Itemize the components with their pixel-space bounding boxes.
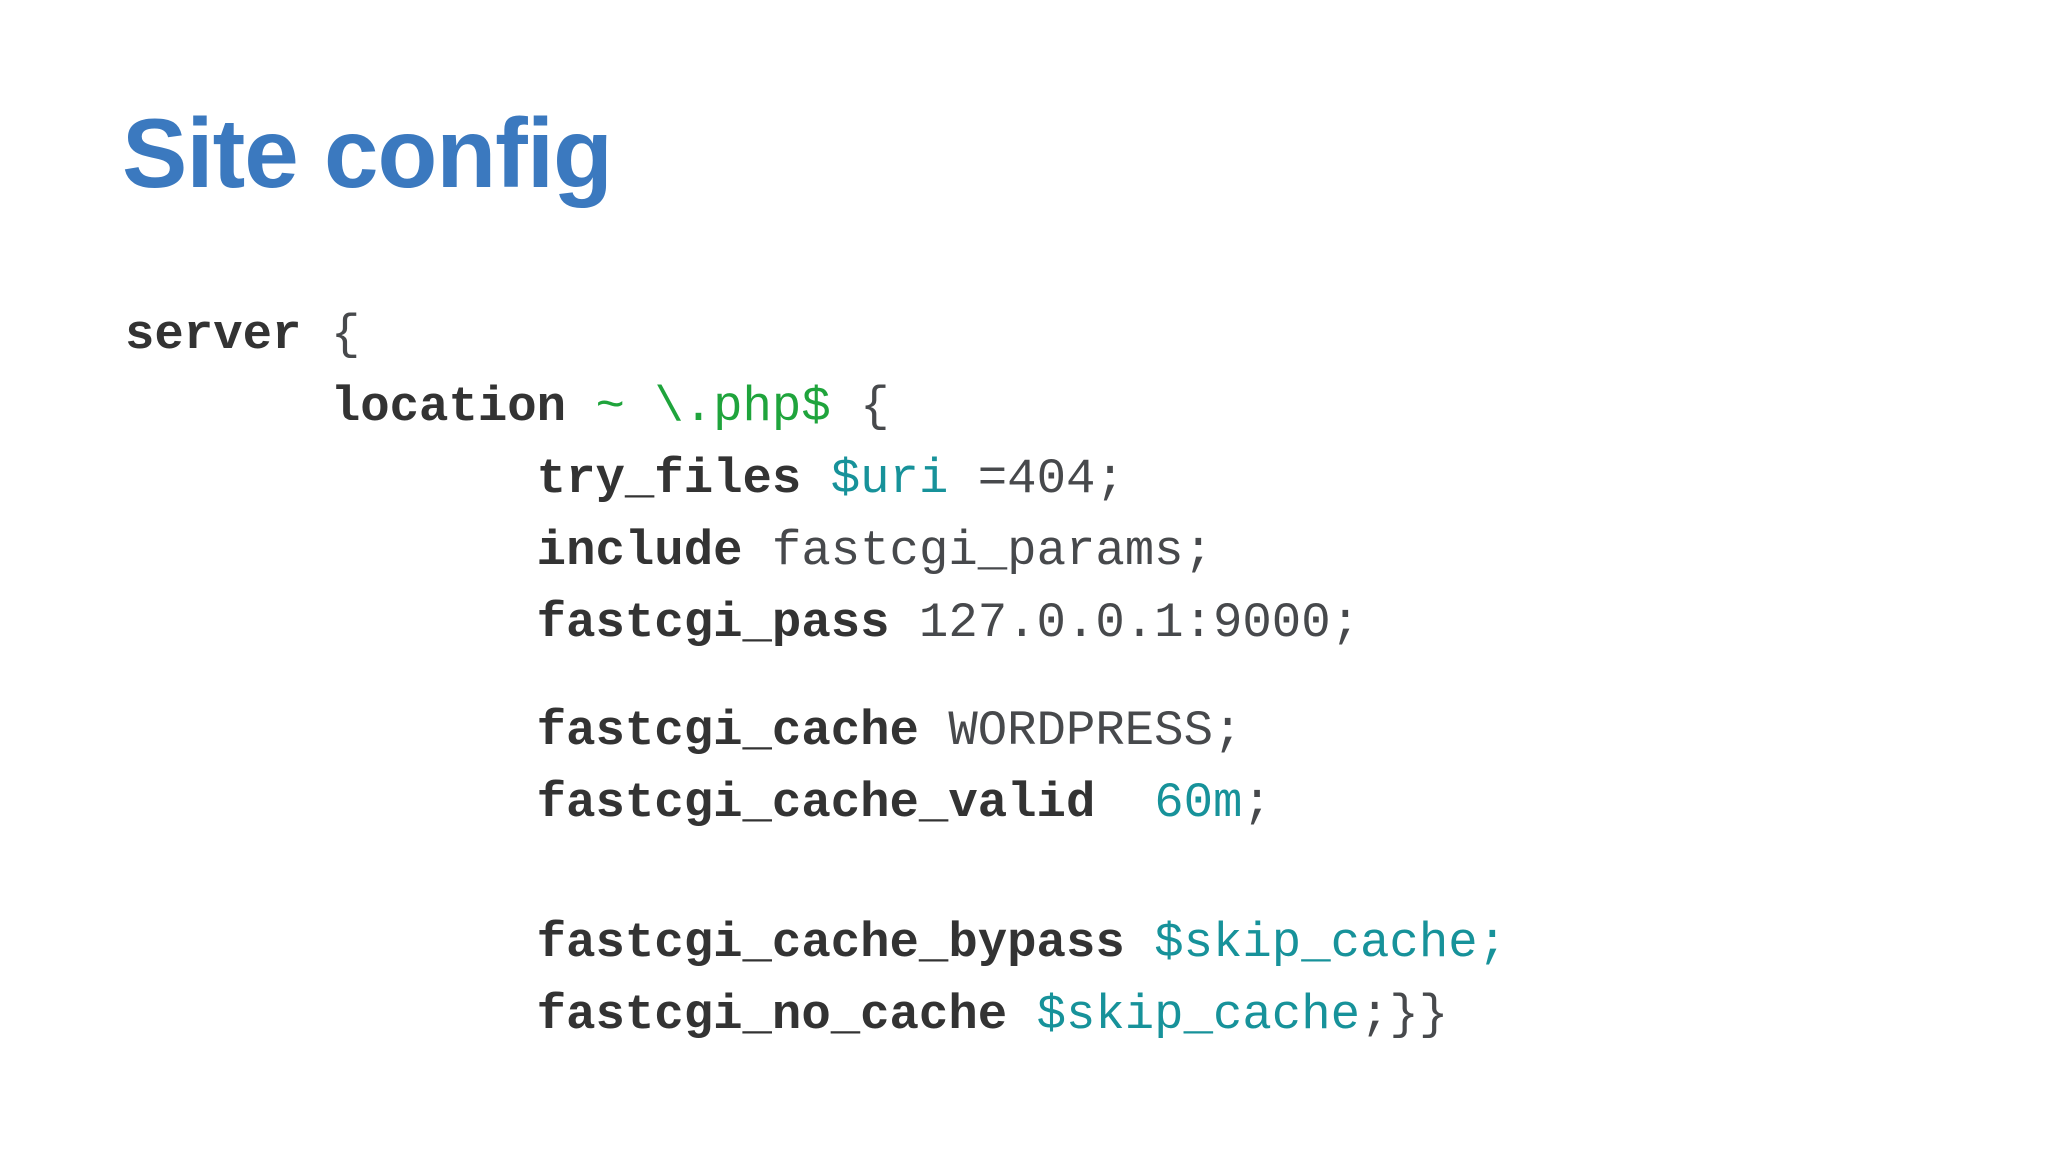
code-line: fastcgi_cache_valid 60m; <box>125 767 1507 839</box>
code-line: try_files $uri =404; <box>125 443 1507 515</box>
code-blank-gap <box>125 839 1507 907</box>
code-token-plain <box>566 379 595 435</box>
code-line: fastcgi_cache WORDPRESS; <box>125 695 1507 767</box>
code-token-plain <box>625 379 654 435</box>
code-token-plain <box>125 987 537 1043</box>
code-token-teal: $skip_cache <box>1036 987 1361 1043</box>
code-token-plain <box>1007 987 1036 1043</box>
code-token-keyword: server <box>125 307 302 363</box>
slide-title: Site config <box>122 98 613 208</box>
code-token-plain: =404; <box>948 451 1125 507</box>
code-token-keyword: include <box>536 523 743 579</box>
code-line: location ~ \.php$ { <box>125 371 1507 443</box>
code-token-plain <box>125 915 537 971</box>
code-token-keyword: try_files <box>536 451 802 507</box>
code-token-plain: 127.0.0.1:9000; <box>889 595 1361 651</box>
code-line: server { <box>125 299 1507 371</box>
code-token-plain: ;}} <box>1360 987 1449 1043</box>
code-token-keyword: fastcgi_no_cache <box>536 987 1008 1043</box>
code-token-plain: ; <box>1242 775 1272 831</box>
code-token-keyword: location <box>330 379 567 435</box>
code-line: fastcgi_pass 127.0.0.1:9000; <box>125 587 1507 659</box>
code-token-plain: WORDPRESS; <box>918 703 1243 759</box>
code-token-plain <box>125 379 331 435</box>
code-line: fastcgi_no_cache $skip_cache;}} <box>125 979 1507 1051</box>
code-token-keyword: fastcgi_cache <box>536 703 919 759</box>
code-token-green: ~ <box>595 379 625 435</box>
code-token-plain <box>125 703 537 759</box>
code-token-plain <box>125 451 537 507</box>
code-blank-gap <box>125 659 1507 695</box>
code-token-plain: { <box>830 379 890 435</box>
code-token-plain <box>125 523 537 579</box>
code-line: fastcgi_cache_bypass $skip_cache; <box>125 907 1507 979</box>
code-line: include fastcgi_params; <box>125 515 1507 587</box>
code-token-plain <box>1125 915 1154 971</box>
code-token-keyword: fastcgi_cache_bypass <box>536 915 1125 971</box>
code-token-green: \.php$ <box>654 379 831 435</box>
code-token-teal: $skip_cache; <box>1154 915 1508 971</box>
code-token-teal: $uri <box>830 451 949 507</box>
code-token-plain: { <box>301 307 361 363</box>
code-token-plain <box>1095 775 1154 831</box>
code-token-plain <box>125 595 537 651</box>
code-token-plain <box>801 451 830 507</box>
code-token-keyword: fastcgi_cache_valid <box>536 775 1096 831</box>
code-token-plain: fastcgi_params; <box>742 523 1213 579</box>
code-token-teal: 60m <box>1154 775 1243 831</box>
code-block: server { location ~ \.php$ { try_files $… <box>125 299 1507 1051</box>
code-token-keyword: fastcgi_pass <box>536 595 890 651</box>
code-token-plain <box>125 775 537 831</box>
